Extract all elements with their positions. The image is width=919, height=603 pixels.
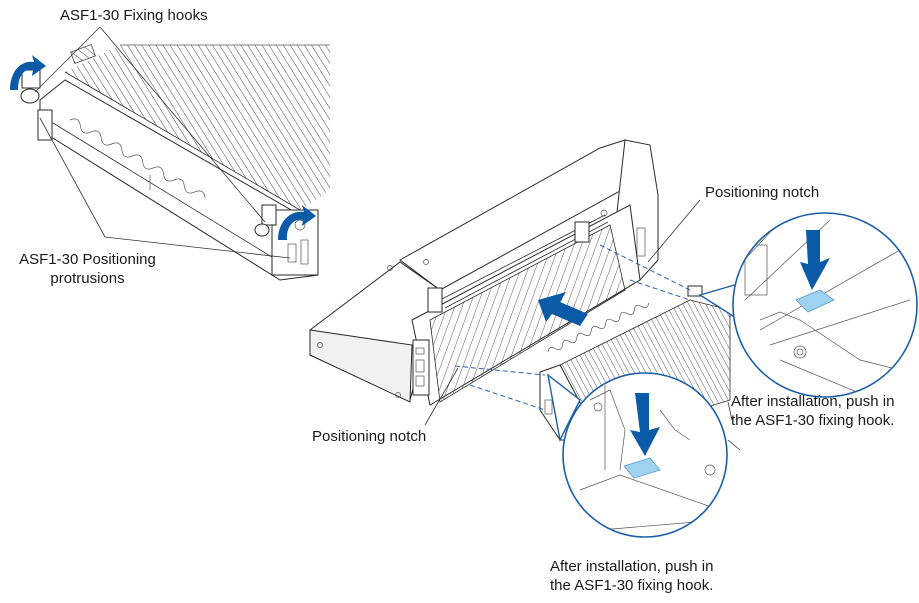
push-arrow-icon-right (800, 230, 830, 290)
label-callout-right-line2: the ASF1-30 fixing hook. (731, 412, 895, 429)
asf-unit-detail (20, 44, 330, 281)
label-positioning-protrusions-line2: protrusions (50, 270, 125, 287)
label-positioning-protrusions-line1: ASF1-30 Positioning (19, 251, 156, 268)
label-callout-bottom: After installation, push in the ASF1-30 … (550, 557, 713, 595)
label-callout-bottom-line1: After installation, push in (550, 558, 714, 575)
label-positioning-notch-right: Positioning notch (705, 184, 820, 201)
platen-drum (429, 224, 626, 403)
label-fixing-hooks: ASF1-30 Fixing hooks (60, 7, 208, 24)
callout-bottom (546, 372, 728, 538)
rotate-arrow-icon-left (10, 55, 46, 90)
push-arrow-icon-bottom (630, 393, 660, 456)
hook-pad (795, 289, 835, 313)
plotter-body (309, 139, 659, 406)
label-positioning-notch-left: Positioning notch (312, 428, 427, 445)
label-callout-bottom-line2: the ASF1-30 fixing hook. (550, 577, 714, 594)
hook-pad (623, 457, 661, 479)
label-callout-right-line1: After installation, push in (731, 393, 895, 410)
leader-lines-left (34, 26, 291, 259)
callout-right (698, 212, 918, 398)
insert-arrow-icon (538, 292, 588, 326)
label-positioning-protrusions: ASF1-30 Positioning protrusions (10, 250, 165, 288)
rotate-arrow-icon-right (278, 205, 316, 240)
asf-tray-ribs (65, 45, 330, 210)
alignment-guides (454, 244, 691, 411)
label-callout-right: After installation, push in the ASF1-30 … (731, 392, 894, 430)
